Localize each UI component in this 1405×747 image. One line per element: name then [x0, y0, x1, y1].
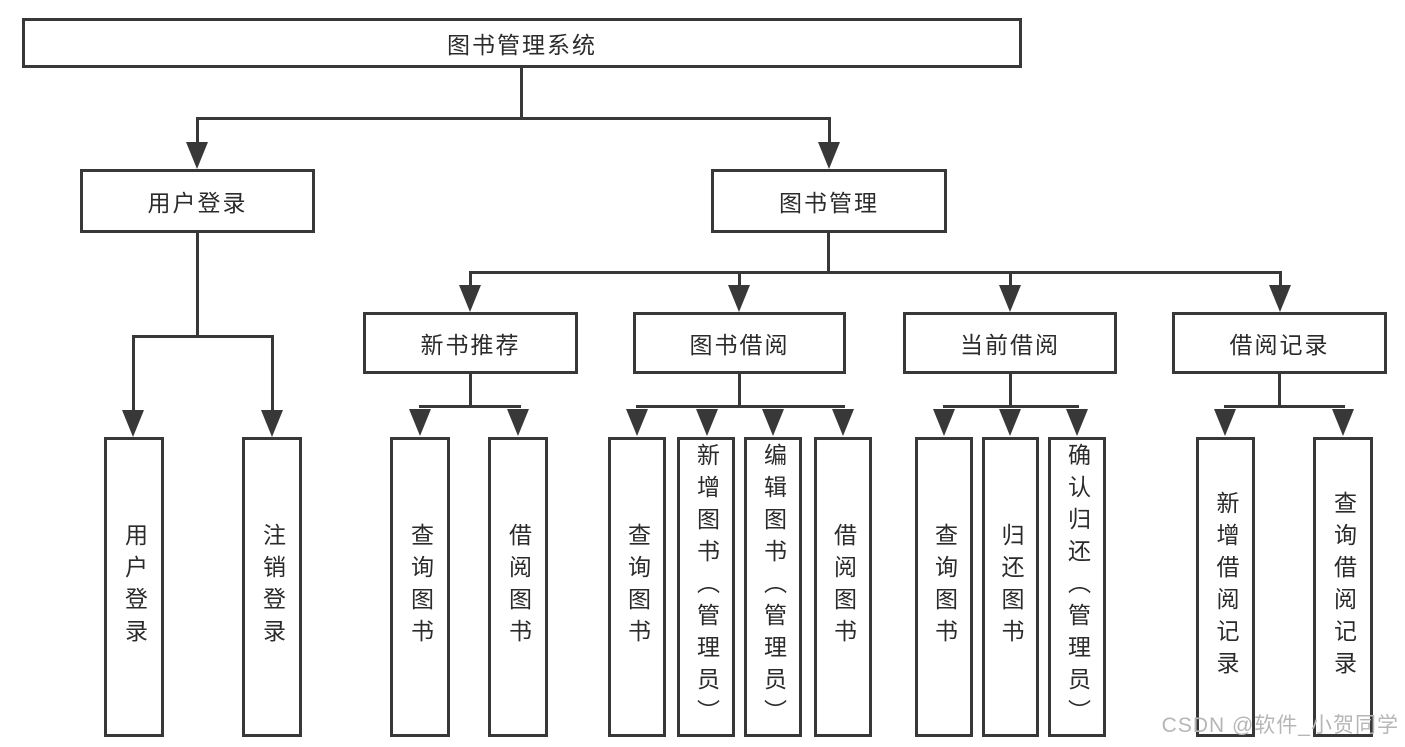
leaf-edit-books-admin-label: 编辑图书（管理员） [760, 443, 787, 731]
connector-line [469, 271, 1282, 274]
connector-line [828, 117, 831, 145]
leaf-recommend-query-books-label: 查询图书 [407, 523, 434, 651]
arrowhead-icon [409, 409, 431, 436]
leaf-add-books-admin-label: 新增图书（管理员） [693, 443, 720, 731]
arrowhead-icon [818, 142, 840, 169]
connector-line [132, 335, 274, 338]
node-book-borrow-label: 图书借阅 [689, 332, 790, 358]
node-root-system: 图书管理系统 [22, 18, 1022, 68]
leaf-confirm-return-admin-label: 确认归还（管理员） [1064, 443, 1091, 731]
arrowhead-icon [122, 410, 144, 437]
arrowhead-icon [999, 285, 1021, 312]
leaf-current-query-books-label: 查询图书 [931, 523, 958, 651]
connector-line [827, 233, 830, 273]
leaf-user-login: 用户登录 [104, 437, 164, 737]
connector-line [738, 374, 741, 408]
connector-line [419, 405, 521, 408]
node-book-borrow: 图书借阅 [633, 312, 846, 374]
leaf-borrow-query-books-label: 查询图书 [624, 523, 651, 651]
leaf-add-borrow-record-label: 新增借阅记录 [1213, 491, 1239, 683]
node-new-book-recommend-label: 新书推荐 [420, 332, 521, 358]
node-new-book-recommend: 新书推荐 [363, 312, 578, 374]
watermark: CSDN @软件_小贺同学 [1161, 714, 1399, 737]
leaf-borrow-query-books: 查询图书 [608, 437, 666, 737]
leaf-add-books-admin: 新增图书（管理员） [677, 437, 735, 737]
leaf-return-books-label: 归还图书 [998, 523, 1024, 651]
connector-line [1009, 374, 1012, 408]
node-current-borrow-label: 当前借阅 [960, 332, 1060, 358]
node-root-label: 图书管理系统 [447, 32, 597, 58]
connector-line [738, 271, 741, 288]
arrowhead-icon [696, 409, 718, 436]
leaf-confirm-return-admin: 确认归还（管理员） [1048, 437, 1106, 737]
connector-line [196, 233, 199, 335]
connector-line [1279, 271, 1282, 288]
connector-line [1278, 374, 1281, 408]
leaf-recommend-borrow-books: 借阅图书 [488, 437, 548, 737]
connector-line [1224, 405, 1345, 408]
arrowhead-icon [933, 409, 955, 436]
leaf-query-borrow-record-label: 查询借阅记录 [1330, 491, 1357, 683]
leaf-edit-books-admin: 编辑图书（管理员） [744, 437, 802, 737]
node-user-login-label: 用户登录 [147, 190, 248, 216]
arrowhead-icon [507, 409, 529, 436]
leaf-recommend-query-books: 查询图书 [390, 437, 450, 737]
connector-line [196, 117, 199, 145]
connector-line [520, 66, 523, 117]
arrowhead-icon [1269, 285, 1291, 312]
arrowhead-icon [626, 409, 648, 436]
arrowhead-icon [459, 285, 481, 312]
arrowhead-icon [762, 409, 784, 436]
arrowhead-icon [832, 409, 854, 436]
leaf-recommend-borrow-books-label: 借阅图书 [505, 523, 532, 651]
arrowhead-icon [1214, 409, 1236, 436]
arrowhead-icon [261, 410, 283, 437]
node-borrow-records-label: 借阅记录 [1229, 332, 1330, 358]
leaf-add-borrow-record: 新增借阅记录 [1196, 437, 1255, 737]
connector-line [271, 335, 274, 413]
node-current-borrow: 当前借阅 [903, 312, 1117, 374]
leaf-current-query-books: 查询图书 [915, 437, 973, 737]
connector-line [943, 405, 1079, 408]
connector-line [636, 405, 845, 408]
arrowhead-icon [1066, 409, 1088, 436]
arrowhead-icon [1332, 409, 1354, 436]
node-book-management-label: 图书管理 [779, 190, 879, 216]
arrowhead-icon [999, 409, 1021, 436]
arrowhead-icon [186, 142, 208, 169]
leaf-user-login-label: 用户登录 [121, 523, 148, 651]
arrowhead-icon [728, 285, 750, 312]
leaf-query-borrow-record: 查询借阅记录 [1313, 437, 1373, 737]
connector-line [132, 335, 135, 413]
leaf-return-books: 归还图书 [982, 437, 1039, 737]
connector-line [469, 374, 472, 408]
node-borrow-records: 借阅记录 [1172, 312, 1387, 374]
node-book-management: 图书管理 [711, 169, 947, 233]
leaf-logout: 注销登录 [242, 437, 302, 737]
leaf-borrow-books: 借阅图书 [814, 437, 872, 737]
node-user-login-group: 用户登录 [80, 169, 315, 233]
leaf-borrow-books-label: 借阅图书 [830, 523, 857, 651]
connector-line [469, 271, 472, 288]
connector-line [196, 117, 831, 120]
leaf-logout-label: 注销登录 [259, 523, 286, 651]
connector-line [1009, 271, 1012, 288]
